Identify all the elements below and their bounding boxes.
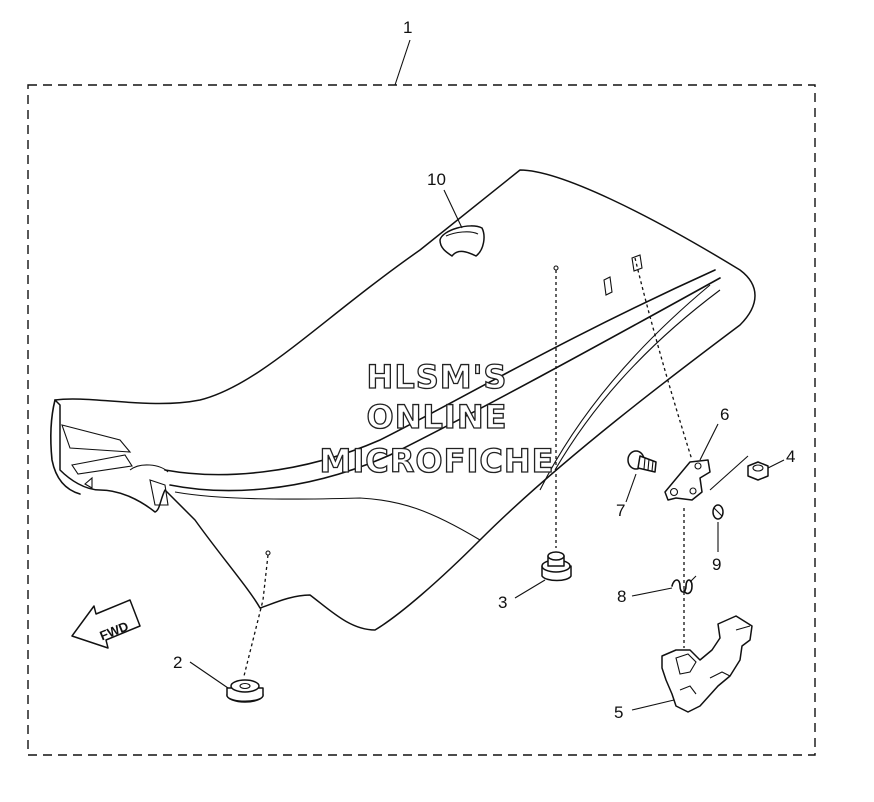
callout-3[interactable]: 3 [498,593,507,612]
seat-assembly [49,169,756,631]
callout-9[interactable]: 9 [712,555,721,574]
seat-front-detail-3 [129,464,169,473]
callout-7[interactable]: 7 [616,501,625,520]
part-7-bolt[interactable] [627,450,657,473]
watermark-line-3: MICROFICHE [320,442,555,480]
leader-8 [631,587,673,597]
part-10-catch[interactable] [439,225,485,257]
watermark-line-1: HLSM'S [367,358,508,396]
seat-front-detail [61,424,132,453]
seat-rear-edge [539,284,711,491]
part-5-seat-lock[interactable] [661,615,753,713]
leader-5 [631,699,675,711]
part-4-nut[interactable] [747,461,769,481]
leader-1 [394,39,411,86]
seat-mark-2 [631,254,643,272]
guide-4 [709,455,749,491]
leader-7 [625,473,637,503]
part-6-bracket[interactable] [664,459,711,501]
leader-10 [443,189,463,229]
seat-trim-seam-inner [169,277,721,492]
guide-6 [634,257,693,461]
callout-6[interactable]: 6 [720,405,729,424]
watermark: HLSM'S ONLINE MICROFICHE [319,357,555,480]
leader-2 [189,661,229,689]
callout-8[interactable]: 8 [617,587,626,606]
callout-1[interactable]: 1 [403,18,412,37]
seat-trim-seam [164,269,716,476]
part-2-damper[interactable] [226,679,264,703]
forward-arrow: FWD [71,599,141,649]
seat-rear-edge-2 [554,289,721,471]
assembly-boundary [27,84,816,756]
callout-2[interactable]: 2 [173,653,182,672]
part-3-damper[interactable] [541,551,572,582]
seat-front-arrow [84,476,93,489]
part-9-washer[interactable] [712,504,724,520]
seat-mark [603,276,613,296]
callout-10[interactable]: 10 [427,170,446,189]
part-8-spring[interactable] [671,575,697,595]
seat-outline [54,169,756,631]
leader-3 [514,579,546,599]
callout-4[interactable]: 4 [786,447,795,466]
seat-nose [49,399,81,495]
seat-front-detail-2 [71,454,133,475]
watermark-line-2: ONLINE [367,398,508,436]
callout-5[interactable]: 5 [614,703,623,722]
seat-front-tab [149,479,169,506]
leader-6 [699,423,719,461]
leader-4 [767,459,785,469]
seat-skirt [174,491,481,541]
guide-2 [243,554,269,677]
